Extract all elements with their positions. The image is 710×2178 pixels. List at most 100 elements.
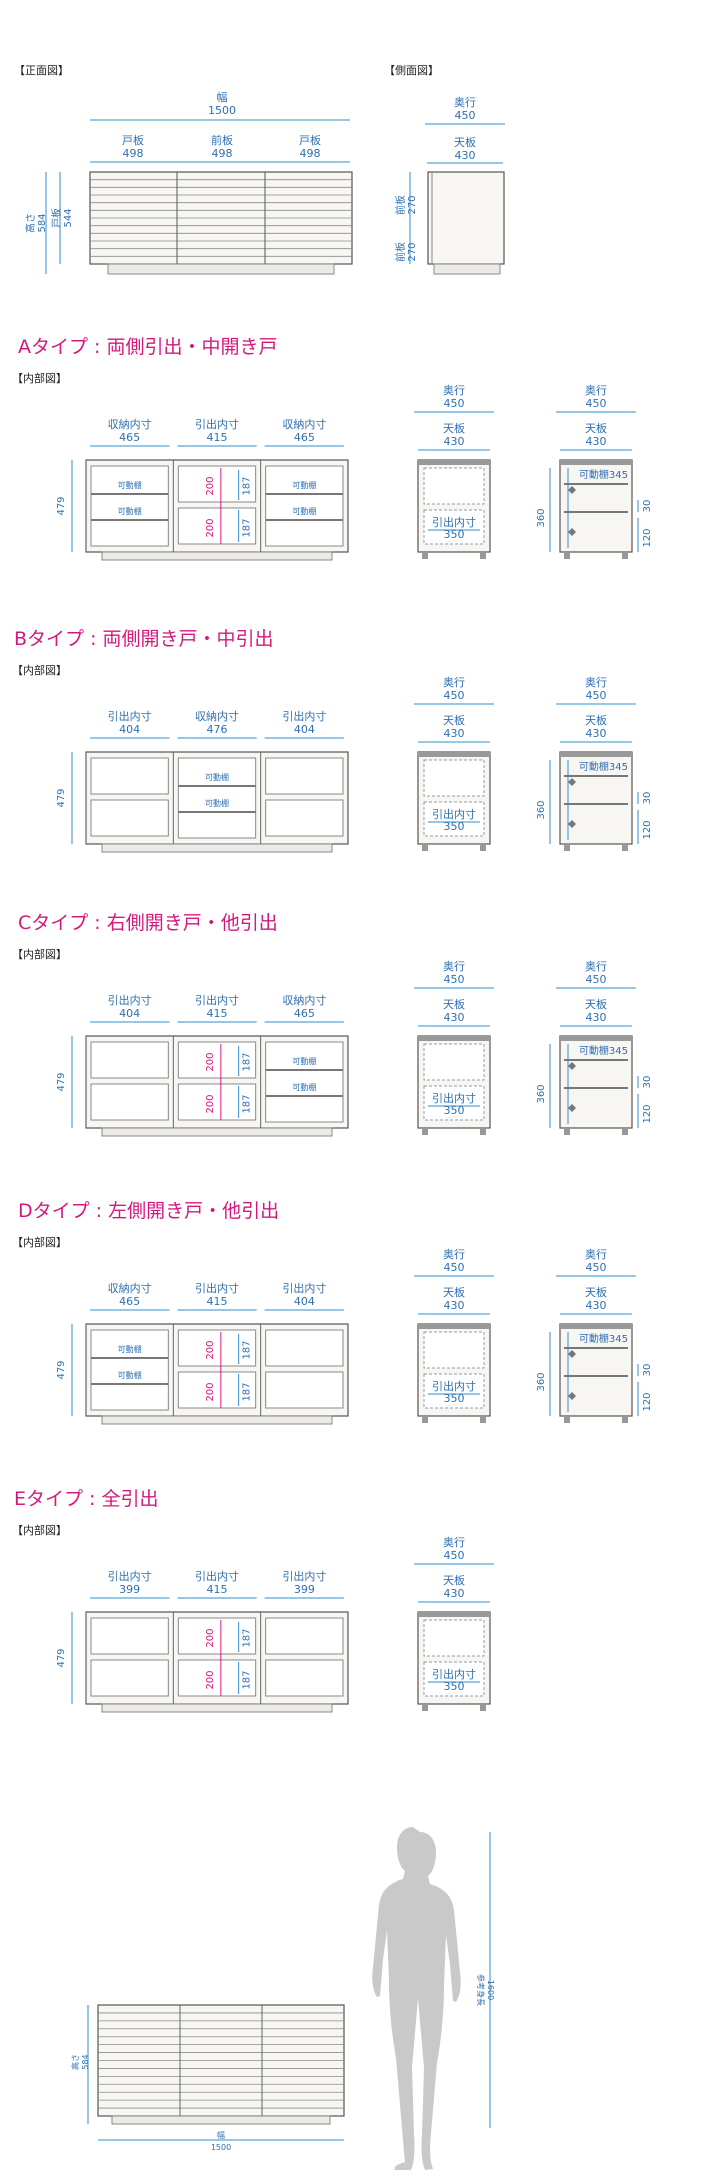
type-a-h200-top: 200	[205, 476, 216, 495]
type-c-h187-top: 187	[241, 1052, 252, 1071]
type-e-drawer	[90, 1659, 169, 1697]
scale-width-label: 幅	[217, 2130, 225, 2140]
type-d-shelf345: 可動棚345	[579, 1332, 628, 1345]
side-depth-value: 450	[455, 109, 476, 122]
type-d-depth-value: 450	[444, 1261, 465, 1274]
type-a-depth2-value: 450	[586, 397, 607, 410]
door-label-left: 戸板	[122, 133, 144, 147]
type-e-drawer	[177, 1659, 257, 1697]
type-c-col3-label: 収納内寸	[282, 993, 326, 1007]
type-a-h187-bottom: 187	[241, 518, 252, 537]
type-b-title: Bタイプ : 両側開き戸・中引出	[14, 628, 274, 650]
type-d-side-drawer-value: 350	[444, 1392, 465, 1405]
type-c-side2-cabinet	[559, 1035, 633, 1129]
type-a-col3-value: 465	[294, 431, 315, 444]
type-e-depth-value: 450	[444, 1549, 465, 1562]
type-a-side-drawer-value: 350	[444, 528, 465, 541]
type-c-h479: 479	[56, 1072, 67, 1091]
type-c-top-value: 430	[444, 1011, 465, 1024]
type-e-drawer	[90, 1617, 169, 1655]
type-d-top2-label: 天板	[585, 1285, 607, 1299]
type-b-section: Bタイプ : 両側開き戸・中引出【内部図】引出内寸404収納内寸476引出内寸4…	[12, 628, 653, 853]
type-a-h187-top: 187	[241, 476, 252, 495]
type-d-depth2-value: 450	[586, 1261, 607, 1274]
type-a-col2-label: 引出内寸	[195, 417, 239, 431]
type-c-inner-label: 【内部図】	[12, 947, 67, 961]
type-b-shelf345: 可動棚345	[579, 760, 628, 773]
type-b-top2-label: 天板	[585, 713, 607, 727]
type-b-depth2-label: 奥行	[585, 675, 607, 689]
type-d-title: Dタイプ : 左側開き戸・他引出	[18, 1200, 279, 1222]
type-c-storage	[265, 1041, 344, 1123]
front-view: 【正面図】 幅 1500 戸板 498 前板 498 戸板 498 高さ 584…	[14, 64, 353, 275]
type-a-shelf-label-bottom: 可動棚	[118, 506, 142, 516]
type-d-section: Dタイプ : 左側開き戸・他引出【内部図】収納内寸465引出内寸415引出内寸4…	[12, 1200, 653, 1425]
type-c-h200-top: 200	[205, 1052, 216, 1071]
type-a-top-value: 430	[444, 435, 465, 448]
type-a-depth-value: 450	[444, 397, 465, 410]
type-d-top2-value: 430	[586, 1299, 607, 1312]
type-b-col3-label: 引出内寸	[282, 709, 326, 723]
type-a-shelf-label-top: 可動棚	[118, 480, 142, 490]
person-value: 1600	[486, 1980, 495, 2000]
type-a-storage	[265, 465, 344, 547]
type-a-depth-label: 奥行	[443, 383, 465, 397]
type-b-depth-label: 奥行	[443, 675, 465, 689]
door-height-label: 戸板	[50, 208, 63, 228]
type-e-col1-label: 引出内寸	[108, 1569, 152, 1583]
type-d-top-value: 430	[444, 1299, 465, 1312]
type-c-depth2-label: 奥行	[585, 959, 607, 973]
type-a-top2-value: 430	[586, 435, 607, 448]
type-a-h360: 360	[536, 508, 547, 527]
scale-width-value: 1500	[211, 2143, 231, 2152]
type-d-h200-bottom: 200	[205, 1382, 216, 1401]
type-c-top-label: 天板	[443, 997, 465, 1011]
type-c-h360: 360	[536, 1084, 547, 1103]
type-b-h360: 360	[536, 800, 547, 819]
type-c-shelf-label-bottom: 可動棚	[292, 1082, 316, 1092]
type-a-inner-label: 【内部図】	[12, 371, 67, 385]
side-top-value: 430	[455, 149, 476, 162]
type-d-hinge-icon	[568, 1350, 576, 1358]
type-e-side-drawer-label: 引出内寸	[432, 1667, 476, 1681]
type-a-section: Aタイプ : 両側引出・中開き戸【内部図】収納内寸465引出内寸415収納内寸4…	[12, 336, 653, 561]
type-b-h479: 479	[56, 788, 67, 807]
type-b-hinge-icon	[568, 778, 576, 786]
type-e-drawer	[265, 1617, 344, 1655]
type-d-col2-value: 415	[207, 1295, 228, 1308]
type-a-drawer	[177, 507, 257, 545]
type-d-h187-top: 187	[241, 1340, 252, 1359]
type-d-depth-label: 奥行	[443, 1247, 465, 1261]
person-silhouette	[372, 1827, 461, 2170]
type-d-inner-label: 【内部図】	[12, 1235, 67, 1249]
type-c-side-drawer-label: 引出内寸	[432, 1091, 476, 1105]
type-d-col1-value: 465	[119, 1295, 140, 1308]
side-view: 【側面図】 奥行 450 天板 430 前板 270 前板 270	[384, 64, 505, 275]
type-c-col2-value: 415	[207, 1007, 228, 1020]
type-b-hinge-icon	[568, 820, 576, 828]
type-a-title: Aタイプ : 両側引出・中開き戸	[18, 336, 277, 358]
type-c-h200-bottom: 200	[205, 1094, 216, 1113]
type-a-h30: 30	[642, 500, 653, 513]
type-c-side-drawer-value: 350	[444, 1104, 465, 1117]
type-d-col2-label: 引出内寸	[195, 1281, 239, 1295]
type-c-depth-value: 450	[444, 973, 465, 986]
type-e-h479: 479	[56, 1648, 67, 1667]
type-c-col1-value: 404	[119, 1007, 140, 1020]
type-a-shelf-label-top: 可動棚	[292, 480, 316, 490]
type-e-top-value: 430	[444, 1587, 465, 1600]
type-e-top-label: 天板	[443, 1573, 465, 1587]
type-b-side2-cabinet	[559, 751, 633, 845]
type-a-col1-value: 465	[119, 431, 140, 444]
type-c-depth2-value: 450	[586, 973, 607, 986]
person-label: 参考身長	[476, 1974, 486, 2006]
type-c-col1-label: 引出内寸	[108, 993, 152, 1007]
type-c-drawer	[177, 1041, 257, 1079]
type-b-col1-value: 404	[119, 723, 140, 736]
type-d-depth2-label: 奥行	[585, 1247, 607, 1261]
type-a-h479: 479	[56, 496, 67, 515]
type-b-drawer	[265, 799, 344, 837]
scale-height-label: 高さ	[70, 2054, 80, 2070]
type-d-hinge-icon	[568, 1392, 576, 1400]
